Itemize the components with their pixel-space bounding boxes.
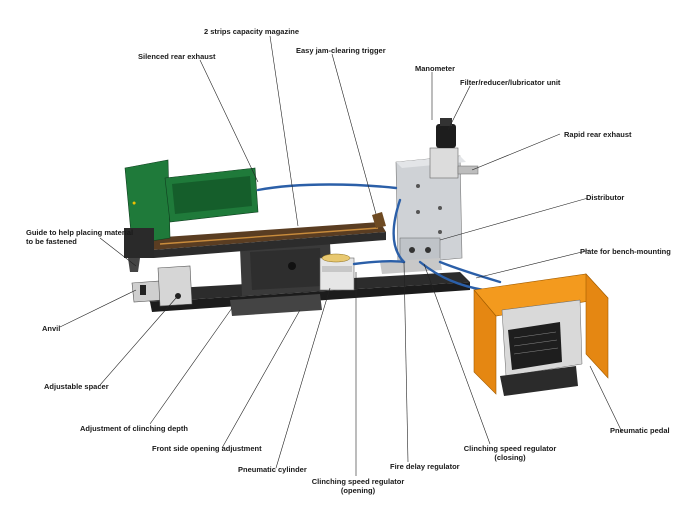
leader-lines xyxy=(59,35,623,476)
anvil-block xyxy=(131,280,163,303)
label-silenced-rear-exhaust: Silenced rear exhaust xyxy=(138,52,216,61)
label-guide-line1: Guide to help placing material xyxy=(26,228,134,237)
label-manometer: Manometer xyxy=(415,64,456,73)
label-clinching-depth: Adjustment of clinching depth xyxy=(80,424,188,433)
pneumatic-pedal xyxy=(473,273,609,396)
jam-trigger xyxy=(372,212,386,228)
label-rapid-rear-exhaust: Rapid rear exhaust xyxy=(564,130,632,139)
label-front-side-opening: Front side opening adjustment xyxy=(152,444,262,453)
label-guide: Guide to help placing material to be fas… xyxy=(26,228,133,246)
stapler-body: ● xyxy=(124,159,259,272)
filter-regulator-unit xyxy=(429,118,479,179)
label-closing-line2: (closing) xyxy=(494,453,526,462)
label-anvil: Anvil xyxy=(42,324,61,333)
magazine xyxy=(150,222,386,258)
label-closing-line1: Clinching speed regulator xyxy=(463,444,557,453)
air-hoses xyxy=(256,183,502,292)
label-jam-clearing-trigger: Easy jam-clearing trigger xyxy=(296,46,386,55)
pneumatic-cylinder xyxy=(319,253,355,291)
label-magazine: 2 strips capacity magazine xyxy=(204,27,300,36)
label-opening-line1: Clinching speed regulator xyxy=(311,477,405,486)
label-adjustable-spacer: Adjustable spacer xyxy=(44,382,109,391)
label-opening-line2: (opening) xyxy=(340,486,376,495)
label-pneumatic-cylinder: Pneumatic cylinder xyxy=(238,465,307,474)
center-support xyxy=(240,242,332,296)
label-distributor: Distributor xyxy=(586,193,625,202)
svg-text:●: ● xyxy=(132,200,136,207)
label-filter-unit: Filter/reducer/lubricator unit xyxy=(460,78,561,87)
label-plate-bench-mounting: Plate for bench-mounting xyxy=(580,247,671,256)
label-pneumatic-pedal: Pneumatic pedal xyxy=(610,426,670,435)
label-speed-regulator-closing: Clinching speed regulator (closing) xyxy=(456,444,564,462)
label-fire-delay-regulator: Fire delay regulator xyxy=(390,462,460,471)
distributor-fittings xyxy=(380,237,442,274)
label-guide-line2: to be fastened xyxy=(26,237,77,246)
adjustable-spacer xyxy=(157,265,193,307)
label-speed-regulator-opening: Clinching speed regulator (opening) xyxy=(304,477,412,495)
